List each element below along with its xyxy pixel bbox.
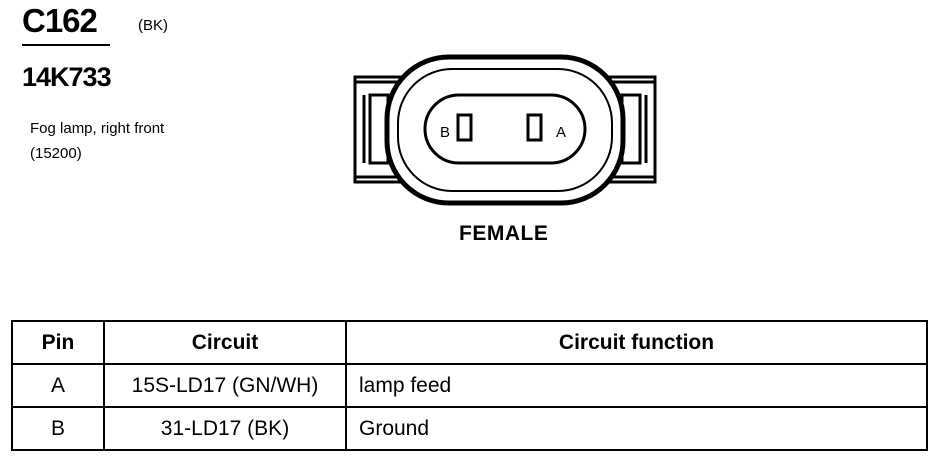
connector-id: C162 xyxy=(22,2,98,39)
connector-description: Fog lamp, right front xyxy=(30,120,165,137)
part-number: 14K733 xyxy=(22,62,112,92)
header-circuit: Circuit xyxy=(103,320,347,365)
table-header-row: Pin Circuit Circuit function xyxy=(11,320,928,365)
pinout-table: Pin Circuit Circuit function A 15S-LD17 … xyxy=(11,320,928,451)
pin-a-cavity xyxy=(526,113,543,142)
function-cell: Ground xyxy=(345,406,928,451)
connector-description-code: (15200) xyxy=(30,145,82,162)
pin-b-cavity xyxy=(456,113,473,142)
header-circuit-function: Circuit function xyxy=(345,320,928,365)
pin-cell: A xyxy=(11,363,105,408)
header-pin: Pin xyxy=(11,320,105,365)
circuit-cell: 31-LD17 (BK) xyxy=(103,406,347,451)
pin-cavities xyxy=(456,113,543,142)
title-underline xyxy=(22,44,110,46)
circuit-cell: 15S-LD17 (GN/WH) xyxy=(103,363,347,408)
pin-a-label: A xyxy=(556,124,566,141)
table-row: B 31-LD17 (BK) Ground xyxy=(11,406,928,451)
table-row: A 15S-LD17 (GN/WH) lamp feed xyxy=(11,363,928,408)
gender-label: FEMALE xyxy=(459,222,549,245)
pin-cell: B xyxy=(11,406,105,451)
function-cell: lamp feed xyxy=(345,363,928,408)
pin-b-label: B xyxy=(440,124,450,141)
connector-body xyxy=(384,54,626,206)
connector-face-diagram: B A xyxy=(353,54,657,206)
connector-color: (BK) xyxy=(138,17,168,34)
